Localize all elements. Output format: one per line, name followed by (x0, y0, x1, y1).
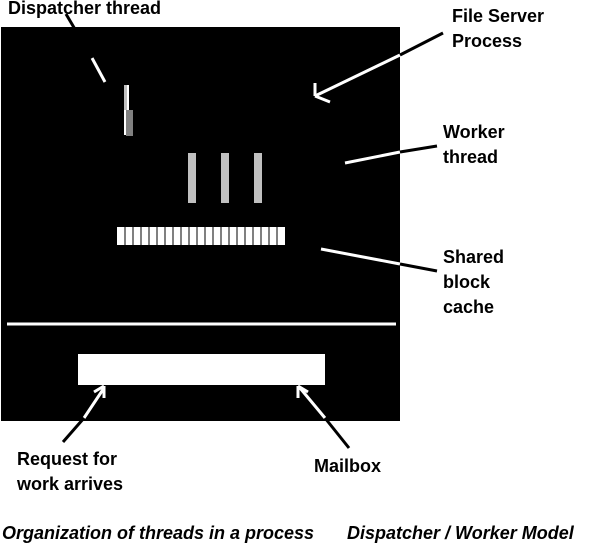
worker-leader-line-inner (344, 150, 401, 165)
mailbox-leader-line-outer (323, 417, 351, 449)
worker-thread-bar (254, 153, 262, 203)
mailbox-arrow-inner (296, 384, 327, 419)
request-label-line2: work arrives (17, 474, 124, 494)
caption-model: Dispatcher / Worker Model (347, 523, 574, 543)
dispatcher-thread-label: Dispatcher thread (8, 0, 162, 18)
caption-organization: Organization of threads in a process (2, 523, 315, 543)
cache-leader-line-inner (320, 247, 401, 266)
file-server-leader-line-outer (399, 31, 444, 57)
shared-block-cache-label-line2: block (443, 272, 491, 292)
worker-threads (188, 153, 262, 203)
cache-leader-line-outer (399, 262, 438, 273)
mailbox-label: Mailbox (314, 456, 382, 476)
file-server-process-label-line1: File Server (452, 6, 545, 26)
worker-thread-bar (188, 153, 196, 203)
shared-block-cache (117, 227, 285, 245)
request-leader-line-outer (61, 417, 86, 443)
mailbox-box (78, 354, 325, 385)
dispatcher-thread-bar (124, 85, 133, 136)
dispatcher-leader-line-inner (90, 57, 107, 83)
worker-thread-bar (221, 153, 229, 203)
worker-leader-line-outer (399, 144, 438, 154)
worker-thread-label-line1: Worker (443, 122, 505, 142)
worker-thread-label-line2: thread (443, 147, 499, 167)
request-arrow-inner (82, 384, 106, 419)
shared-block-cache-label-line3: cache (443, 297, 495, 317)
file-server-arrow-inner (313, 53, 401, 104)
shared-block-cache-label-line1: Shared (443, 247, 505, 267)
request-label-line1: Request for (17, 449, 118, 469)
file-server-process-label-line2: Process (452, 31, 523, 51)
dispatcher-leader-line-outer (64, 13, 94, 59)
